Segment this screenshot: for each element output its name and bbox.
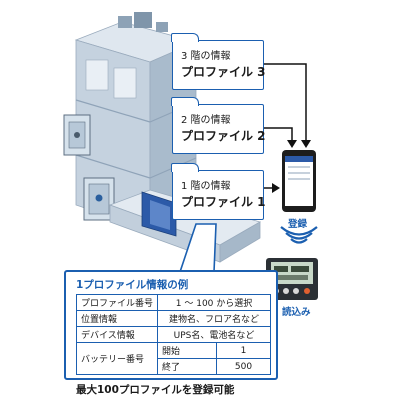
floor-2-profile-card: 2 階の情報 プロファイル 2 — [171, 97, 266, 154]
row-value: 1 〜 100 から選択 — [157, 294, 272, 311]
smartphone-icon — [282, 150, 316, 212]
table-row: 位置情報 建物名、フロア名など — [75, 310, 272, 327]
profile-info-table: プロファイル番号 1 〜 100 から選択 位置情報 建物名、フロア名など デバ… — [75, 294, 272, 375]
floor-1-profile: プロファイル 1 — [181, 195, 266, 209]
floor-2-label: 2 階の情報 — [181, 115, 231, 126]
arrow-heads — [272, 140, 311, 193]
floor-3-profile-card: 3 階の情報 プロファイル 3 — [171, 33, 266, 90]
battery-end-value: 500 — [216, 358, 272, 375]
battery-start-label: 開始 — [157, 342, 218, 359]
floor-1-profile-card: 1 階の情報 プロファイル 1 — [171, 163, 266, 220]
floor-3-label: 3 階の情報 — [181, 51, 231, 62]
table-row: デバイス情報 UPS名、電池名など — [75, 326, 272, 343]
table-row: バッテリー番号 開始 1 — [75, 342, 272, 375]
register-label: 登録 — [288, 219, 308, 230]
row-key: デバイス情報 — [75, 326, 159, 343]
table-row: 終了 500 — [77, 358, 272, 375]
battery-number-key: バッテリー番号 — [75, 342, 159, 375]
wireless-signal-icon — [280, 226, 318, 244]
row-key: プロファイル番号 — [75, 294, 159, 311]
table-row: プロファイル番号 1 〜 100 から選択 — [75, 294, 272, 311]
read-label: 読込み — [282, 307, 311, 318]
panel-title: 1プロファイル情報の例 — [76, 279, 189, 291]
battery-tester-icon — [266, 258, 318, 300]
row-key: 位置情報 — [75, 310, 159, 327]
row-value: 建物名、フロア名など — [157, 310, 272, 327]
row-value: UPS名、電池名など — [157, 326, 272, 343]
battery-end-label: 終了 — [157, 358, 218, 375]
footer-caption: 最大100プロファイルを登録可能 — [76, 384, 235, 396]
floor-2-profile: プロファイル 2 — [181, 129, 266, 143]
floor-3-profile: プロファイル 3 — [181, 65, 266, 79]
profile-example-panel: 1プロファイル情報の例 プロファイル番号 1 〜 100 から選択 位置情報 建… — [64, 270, 278, 380]
battery-start-value: 1 — [216, 342, 272, 359]
floor-1-label: 1 階の情報 — [181, 181, 231, 192]
